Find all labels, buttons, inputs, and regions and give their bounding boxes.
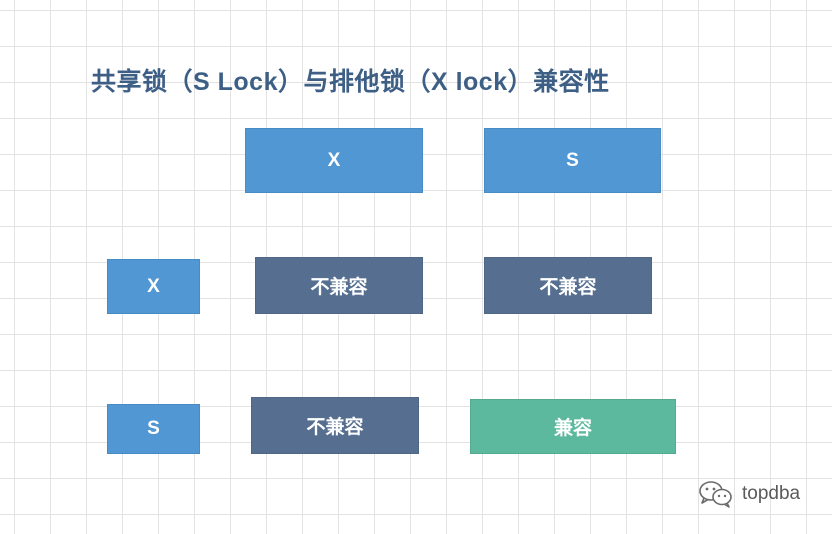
diagram-title: 共享锁（S Lock）与排他锁（X lock）兼容性	[91, 68, 610, 96]
wechat-icon	[698, 480, 734, 508]
cell-s-x: 不兼容	[251, 397, 419, 454]
watermark: topdba	[698, 480, 800, 508]
cell-s-s: 兼容	[470, 399, 676, 454]
column-header-x: X	[245, 128, 423, 193]
row-header-s: S	[107, 404, 200, 454]
watermark-text: topdba	[742, 483, 801, 504]
column-header-s: S	[484, 128, 661, 193]
cell-x-x: 不兼容	[255, 257, 423, 314]
cell-x-s: 不兼容	[484, 257, 652, 314]
row-header-x: X	[107, 259, 200, 314]
